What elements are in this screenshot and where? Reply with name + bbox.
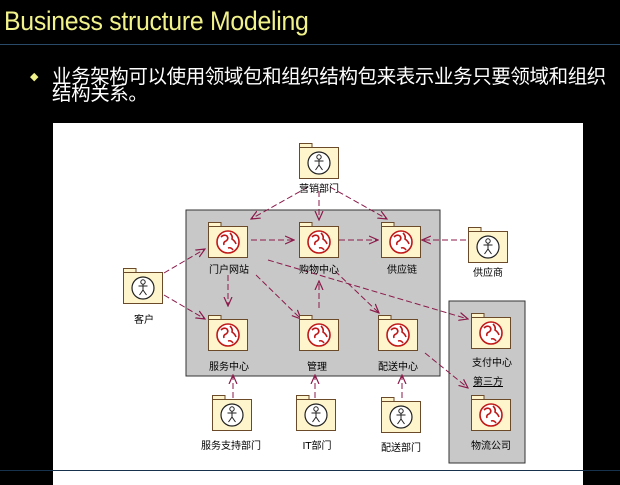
diagram-canvas: 营销部门 门户网站 购物中心 供应链 供应商 客户 服务中心 管理 配送中心 支… [53, 123, 583, 485]
domain-package-icon [471, 313, 511, 349]
organization-package-icon [212, 395, 252, 431]
node-label-delivery-center: 配送中心 [378, 360, 418, 373]
domain-package-icon [208, 315, 248, 351]
organization-package-icon [123, 268, 163, 304]
node-label-delivery-dept: 配送部门 [381, 441, 421, 454]
node-label-service-support: 服务支持部门 [201, 439, 261, 452]
node-label-service-center: 服务中心 [209, 360, 249, 373]
node-label-shopping: 购物中心 [299, 263, 339, 276]
domain-package-icon [208, 222, 248, 258]
organization-package-icon [299, 143, 339, 179]
organization-package-icon [381, 397, 421, 433]
footer-divider [0, 470, 620, 471]
dependency-arrow [267, 259, 468, 319]
dependency-arrow [163, 294, 205, 319]
node-label-portal: 门户网站 [209, 263, 249, 276]
node-label-payment-center: 支付中心 [472, 356, 512, 369]
domain-package-icon [378, 315, 418, 351]
dependency-arrow [251, 186, 309, 219]
node-label-it-dept: IT部门 [302, 439, 331, 452]
group-label-third-party: 第三方 [473, 375, 503, 388]
dependency-arrow [255, 274, 301, 319]
dependency-arrow [163, 249, 205, 274]
node-label-management: 管理 [307, 360, 327, 373]
organization-package-icon [468, 227, 508, 263]
slide-title: Business structure Modeling [4, 6, 309, 36]
bullet-marker: ◆ [30, 70, 39, 83]
node-label-supplier: 供应商 [473, 266, 503, 279]
domain-package-icon [381, 222, 421, 258]
dependency-arrow [334, 270, 379, 313]
domain-package-icon [471, 395, 511, 431]
node-label-marketing: 营销部门 [299, 182, 339, 195]
bullet-text: 业务架构可以使用领域包和组织结构包来表示业务只要领域和组织结构关系。 [52, 65, 606, 105]
title-divider [0, 44, 620, 45]
dependency-arrow [424, 352, 468, 388]
domain-package-icon [299, 222, 339, 258]
dependency-arrow [329, 186, 387, 219]
domain-package-icon [299, 315, 339, 351]
package-diagram: 营销部门 门户网站 购物中心 供应链 供应商 客户 服务中心 管理 配送中心 支… [123, 143, 526, 464]
dependency-arrows [163, 186, 468, 398]
node-label-supply-chain: 供应链 [387, 263, 417, 276]
organization-package-icon [296, 395, 336, 431]
node-label-logistics: 物流公司 [471, 439, 511, 452]
node-label-customer: 客户 [134, 313, 154, 326]
